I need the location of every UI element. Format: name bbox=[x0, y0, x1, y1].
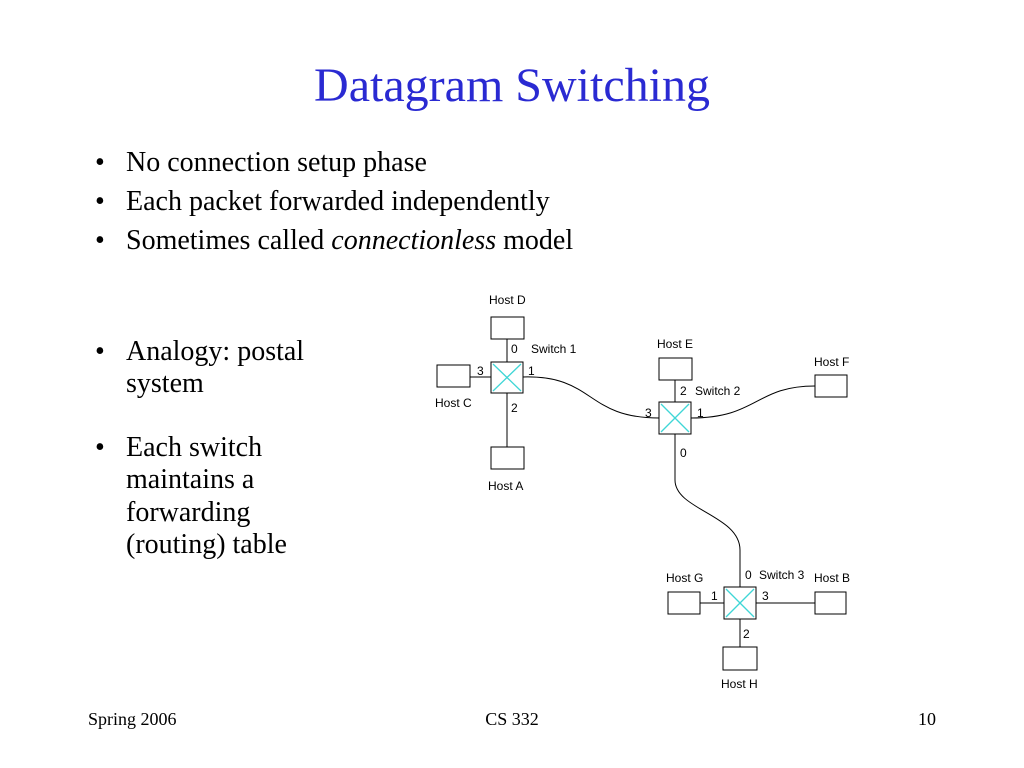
switch-3-port-1: 1 bbox=[711, 589, 718, 603]
host-b-label: Host B bbox=[814, 571, 850, 585]
switch-3-label: Switch 3 bbox=[759, 568, 805, 582]
host-d-box bbox=[490, 316, 525, 340]
link-switch1-switch2 bbox=[522, 376, 660, 419]
switch-2-port-2: 2 bbox=[680, 384, 687, 398]
switch-2-cross bbox=[660, 403, 690, 433]
switch-3-port-0: 0 bbox=[745, 568, 752, 582]
switch-2-port-1: 1 bbox=[697, 406, 704, 420]
host-c-label: Host C bbox=[435, 396, 472, 410]
host-d-label: Host D bbox=[489, 293, 526, 307]
host-f-label: Host F bbox=[814, 355, 849, 369]
host-h-box bbox=[722, 646, 758, 671]
host-g-label: Host G bbox=[666, 571, 703, 585]
switch-1-cross bbox=[492, 363, 522, 392]
bullet-item: Each switch maintains a forwarding (rout… bbox=[88, 432, 378, 562]
host-g-box bbox=[667, 591, 701, 615]
host-h-label: Host H bbox=[721, 677, 758, 691]
bullet-line: Analogy: postal bbox=[126, 336, 305, 367]
bullet-line: forwarding bbox=[126, 496, 251, 528]
switch-1-port-0: 0 bbox=[511, 342, 518, 356]
link-switch2-switch3 bbox=[674, 434, 741, 587]
switch-2-label: Switch 2 bbox=[695, 384, 741, 398]
host-b-box bbox=[814, 591, 847, 615]
main-bullet-list: No connection setup phase Each packet fo… bbox=[88, 146, 708, 263]
bullet-text-before: Sometimes called bbox=[126, 225, 332, 257]
side-bullet-list: Analogy: postal system Each switch maint… bbox=[88, 336, 378, 593]
link-switch2-host-f bbox=[690, 385, 816, 419]
bullet-text: Each packet forwarded independently bbox=[126, 186, 550, 218]
footer-course: CS 332 bbox=[485, 709, 539, 729]
bullet-item: Sometimes called connectionless model bbox=[88, 224, 708, 257]
footer-date: Spring 2006 bbox=[88, 709, 177, 729]
switch-3-port-2: 2 bbox=[743, 627, 750, 641]
bullet-item: No connection setup phase bbox=[88, 146, 708, 179]
host-a-box bbox=[490, 446, 525, 470]
switch-2-port-0: 0 bbox=[680, 446, 687, 460]
switch-3-cross bbox=[725, 588, 755, 618]
footer-page-number: 10 bbox=[918, 709, 936, 729]
switch-3-port-3: 3 bbox=[762, 589, 769, 603]
bullet-text-emphasis: connectionless bbox=[331, 225, 497, 257]
switch-1-port-2: 2 bbox=[511, 401, 518, 415]
bullet-text: No connection setup phase bbox=[126, 147, 427, 178]
bullet-text-after: model bbox=[496, 225, 574, 257]
switch-2-port-3: 3 bbox=[645, 406, 652, 420]
bullet-item: Each packet forwarded independently bbox=[88, 185, 708, 218]
host-e-box bbox=[658, 357, 693, 381]
switch-1-port-1: 1 bbox=[528, 364, 535, 378]
bullet-line: system bbox=[126, 368, 204, 400]
slide-title: Datagram Switching bbox=[314, 59, 710, 112]
bullet-item: Analogy: postal system bbox=[88, 336, 378, 401]
bullet-line: Each switch bbox=[126, 431, 263, 463]
switch-1-label: Switch 1 bbox=[531, 342, 577, 356]
host-e-label: Host E bbox=[657, 337, 693, 351]
bullet-line: maintains a bbox=[126, 464, 255, 496]
switch-1-port-3: 3 bbox=[477, 364, 484, 378]
bullet-line: (routing) table bbox=[126, 529, 287, 561]
host-f-box bbox=[814, 374, 848, 398]
host-a-label: Host A bbox=[488, 479, 523, 493]
host-c-box bbox=[436, 364, 471, 388]
